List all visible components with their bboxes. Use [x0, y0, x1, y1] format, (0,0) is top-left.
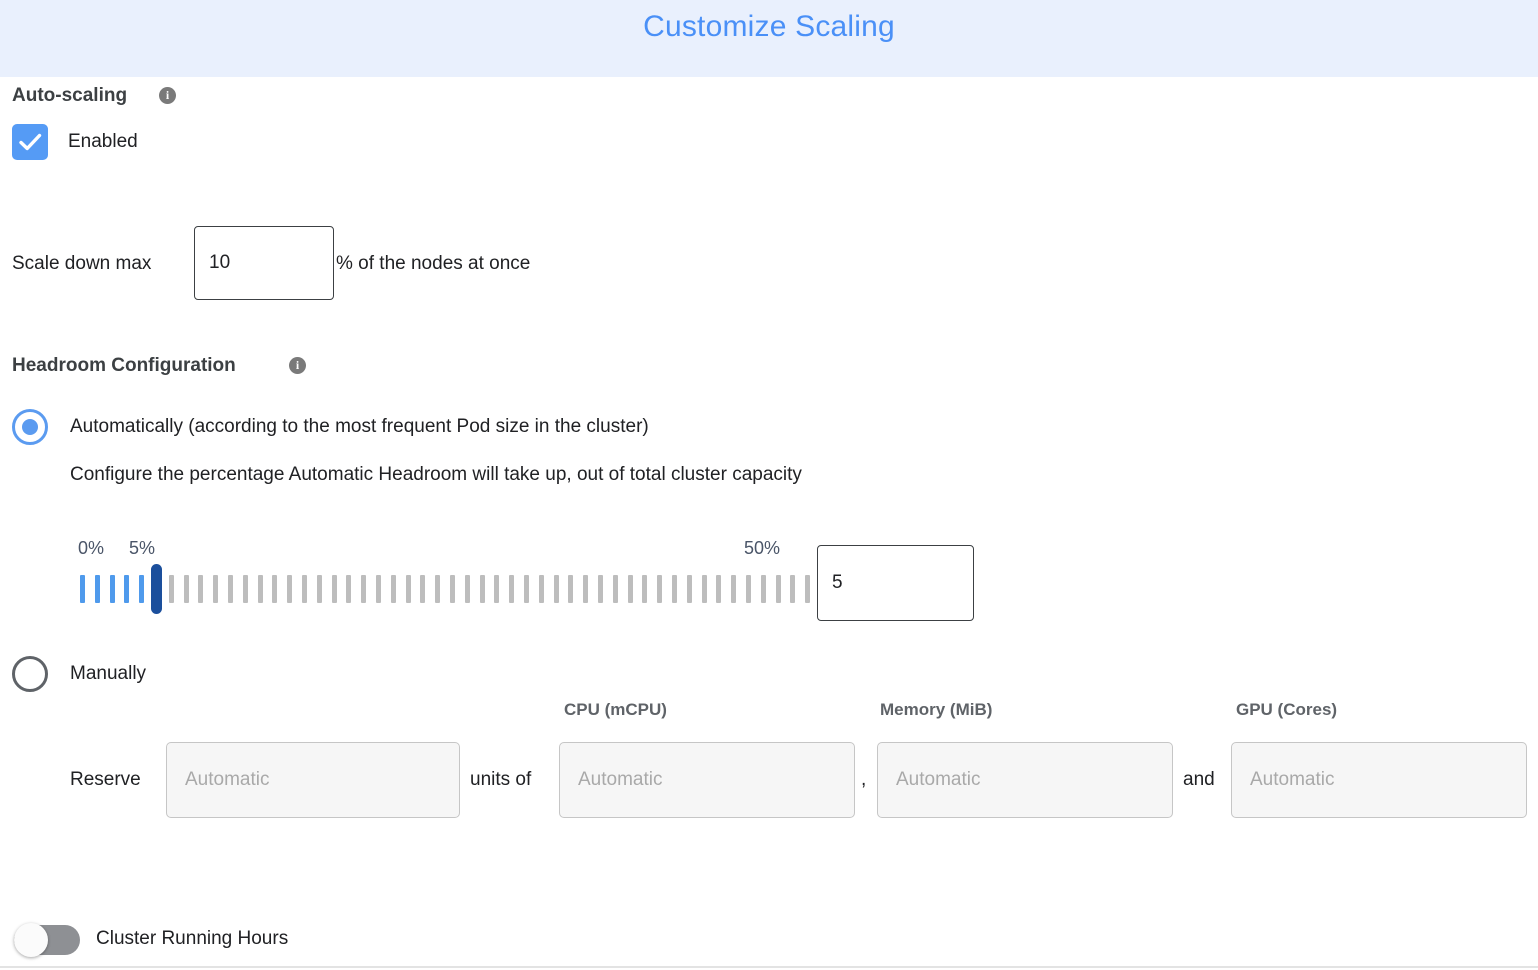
toggle-knob — [14, 923, 48, 957]
slider-max-label: 50% — [744, 538, 781, 558]
gpu-column-header: GPU (Cores) — [1236, 700, 1338, 719]
headroom-manually-label: Manually — [70, 663, 147, 684]
slider-tick — [642, 575, 648, 603]
slider-tick — [731, 575, 737, 603]
slider-tick — [746, 575, 751, 603]
and-label: and — [1183, 769, 1215, 790]
slider-tick — [464, 575, 470, 603]
scale-down-max-input[interactable] — [194, 226, 334, 300]
slider-tick — [450, 575, 455, 603]
slider-tick — [686, 575, 692, 603]
info-icon[interactable]: i — [289, 357, 306, 374]
check-icon — [19, 133, 42, 151]
slider-tick — [287, 575, 293, 603]
slider-tick — [346, 575, 352, 603]
slider-tick — [553, 575, 559, 603]
page-title: Customize Scaling — [643, 10, 895, 43]
scale-down-max-label: Scale down max — [12, 253, 152, 274]
slider-tick — [94, 575, 100, 603]
bottom-divider — [0, 966, 1538, 968]
slider-current-label: 5% — [129, 538, 156, 558]
slider-tick — [790, 575, 796, 603]
cluster-running-hours-toggle[interactable] — [14, 923, 80, 957]
headroom-configuration-label: Headroom Configuration — [12, 355, 236, 376]
slider-tick — [272, 575, 278, 603]
headroom-automatic-radio[interactable] — [12, 409, 48, 445]
reserve-units-input[interactable] — [166, 742, 460, 818]
slider-thumb[interactable] — [151, 564, 162, 614]
slider-tick — [612, 575, 618, 603]
cpu-column-header: CPU (mCPU) — [564, 700, 667, 719]
slider-tick — [213, 575, 219, 603]
slider-tick — [109, 575, 115, 603]
slider-tick — [331, 575, 337, 603]
slider-tick — [80, 575, 85, 603]
comma-separator: , — [861, 769, 867, 790]
slider-tick — [479, 575, 485, 603]
slider-tick — [361, 575, 367, 603]
slider-tick — [568, 575, 574, 603]
gpu-input[interactable] — [1231, 742, 1527, 818]
reserve-label: Reserve — [70, 769, 141, 790]
auto-scaling-enabled-label: Enabled — [68, 131, 138, 152]
headroom-automatic-description: Configure the percentage Automatic Headr… — [70, 464, 802, 485]
info-icon[interactable]: i — [159, 87, 176, 104]
slider-tick — [228, 575, 233, 603]
slider-tick — [583, 575, 589, 603]
slider-tick — [257, 575, 263, 603]
slider-tick — [494, 575, 500, 603]
slider-tick — [316, 575, 322, 603]
slider-tick — [420, 575, 426, 603]
slider-tick — [538, 575, 544, 603]
scale-down-max-suffix: % of the nodes at once — [336, 253, 531, 274]
auto-scaling-section-label: Auto-scaling — [12, 85, 128, 106]
auto-scaling-enabled-checkbox[interactable] — [12, 124, 48, 160]
memory-input[interactable] — [877, 742, 1173, 818]
headroom-manually-radio[interactable] — [12, 656, 48, 692]
slider-tick — [672, 575, 677, 603]
memory-column-header: Memory (MiB) — [880, 700, 993, 719]
slider-tick — [405, 575, 411, 603]
dialog-header: Customize Scaling — [0, 0, 1538, 77]
slider-tick — [183, 575, 189, 603]
slider-tick — [376, 575, 381, 603]
slider-tick — [775, 575, 781, 603]
headroom-percentage-input[interactable] — [817, 545, 974, 621]
slider-tick — [627, 575, 633, 603]
slider-tick — [302, 575, 307, 603]
slider-tick — [598, 575, 603, 603]
slider-tick — [198, 575, 204, 603]
slider-tick — [168, 575, 174, 603]
slider-tick — [435, 575, 441, 603]
slider-tick — [760, 575, 766, 603]
slider-tick — [242, 575, 248, 603]
slider-tick — [124, 575, 130, 603]
slider-min-label: 0% — [78, 538, 105, 558]
slider-tick — [509, 575, 515, 603]
slider-tick — [716, 575, 722, 603]
headroom-automatic-label: Automatically (according to the most fre… — [70, 416, 649, 437]
cpu-input[interactable] — [559, 742, 855, 818]
slider-tick — [390, 575, 396, 603]
units-of-label: units of — [470, 769, 532, 790]
slider-tick — [657, 575, 663, 603]
slider-tick — [701, 575, 707, 603]
slider-tick — [805, 575, 811, 603]
slider-tick — [139, 575, 145, 603]
headroom-percentage-slider[interactable] — [80, 564, 811, 614]
cluster-running-hours-label: Cluster Running Hours — [96, 928, 289, 949]
slider-tick — [524, 575, 529, 603]
